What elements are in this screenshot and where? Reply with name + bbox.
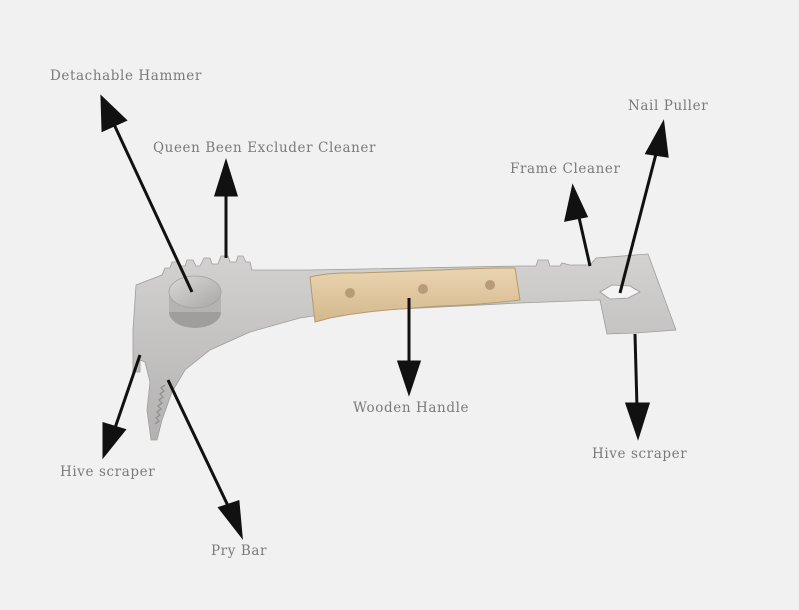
rivet [345, 288, 355, 298]
callout-arrows [100, 94, 669, 540]
label-pry-bar: Pry Bar [211, 543, 268, 559]
label-queen-excluder-cleaner: Queen Been Excluder Cleaner [153, 140, 377, 156]
label-frame-cleaner: Frame Cleaner [510, 161, 621, 177]
wooden-handle [309, 267, 521, 323]
label-hive-scraper-right: Hive scraper [592, 446, 688, 462]
detachable-hammer-head [168, 275, 222, 328]
rivet [418, 284, 428, 294]
label-wooden-handle: Wooden Handle [353, 400, 470, 416]
label-hive-scraper-left: Hive scraper [60, 464, 156, 480]
label-nail-puller: Nail Puller [628, 98, 709, 114]
pry-bar-serration [154, 384, 166, 425]
metal-blade [132, 253, 677, 441]
tool-body [132, 253, 677, 441]
label-detachable-hammer: Detachable Hammer [50, 68, 202, 84]
rivet [485, 280, 495, 290]
